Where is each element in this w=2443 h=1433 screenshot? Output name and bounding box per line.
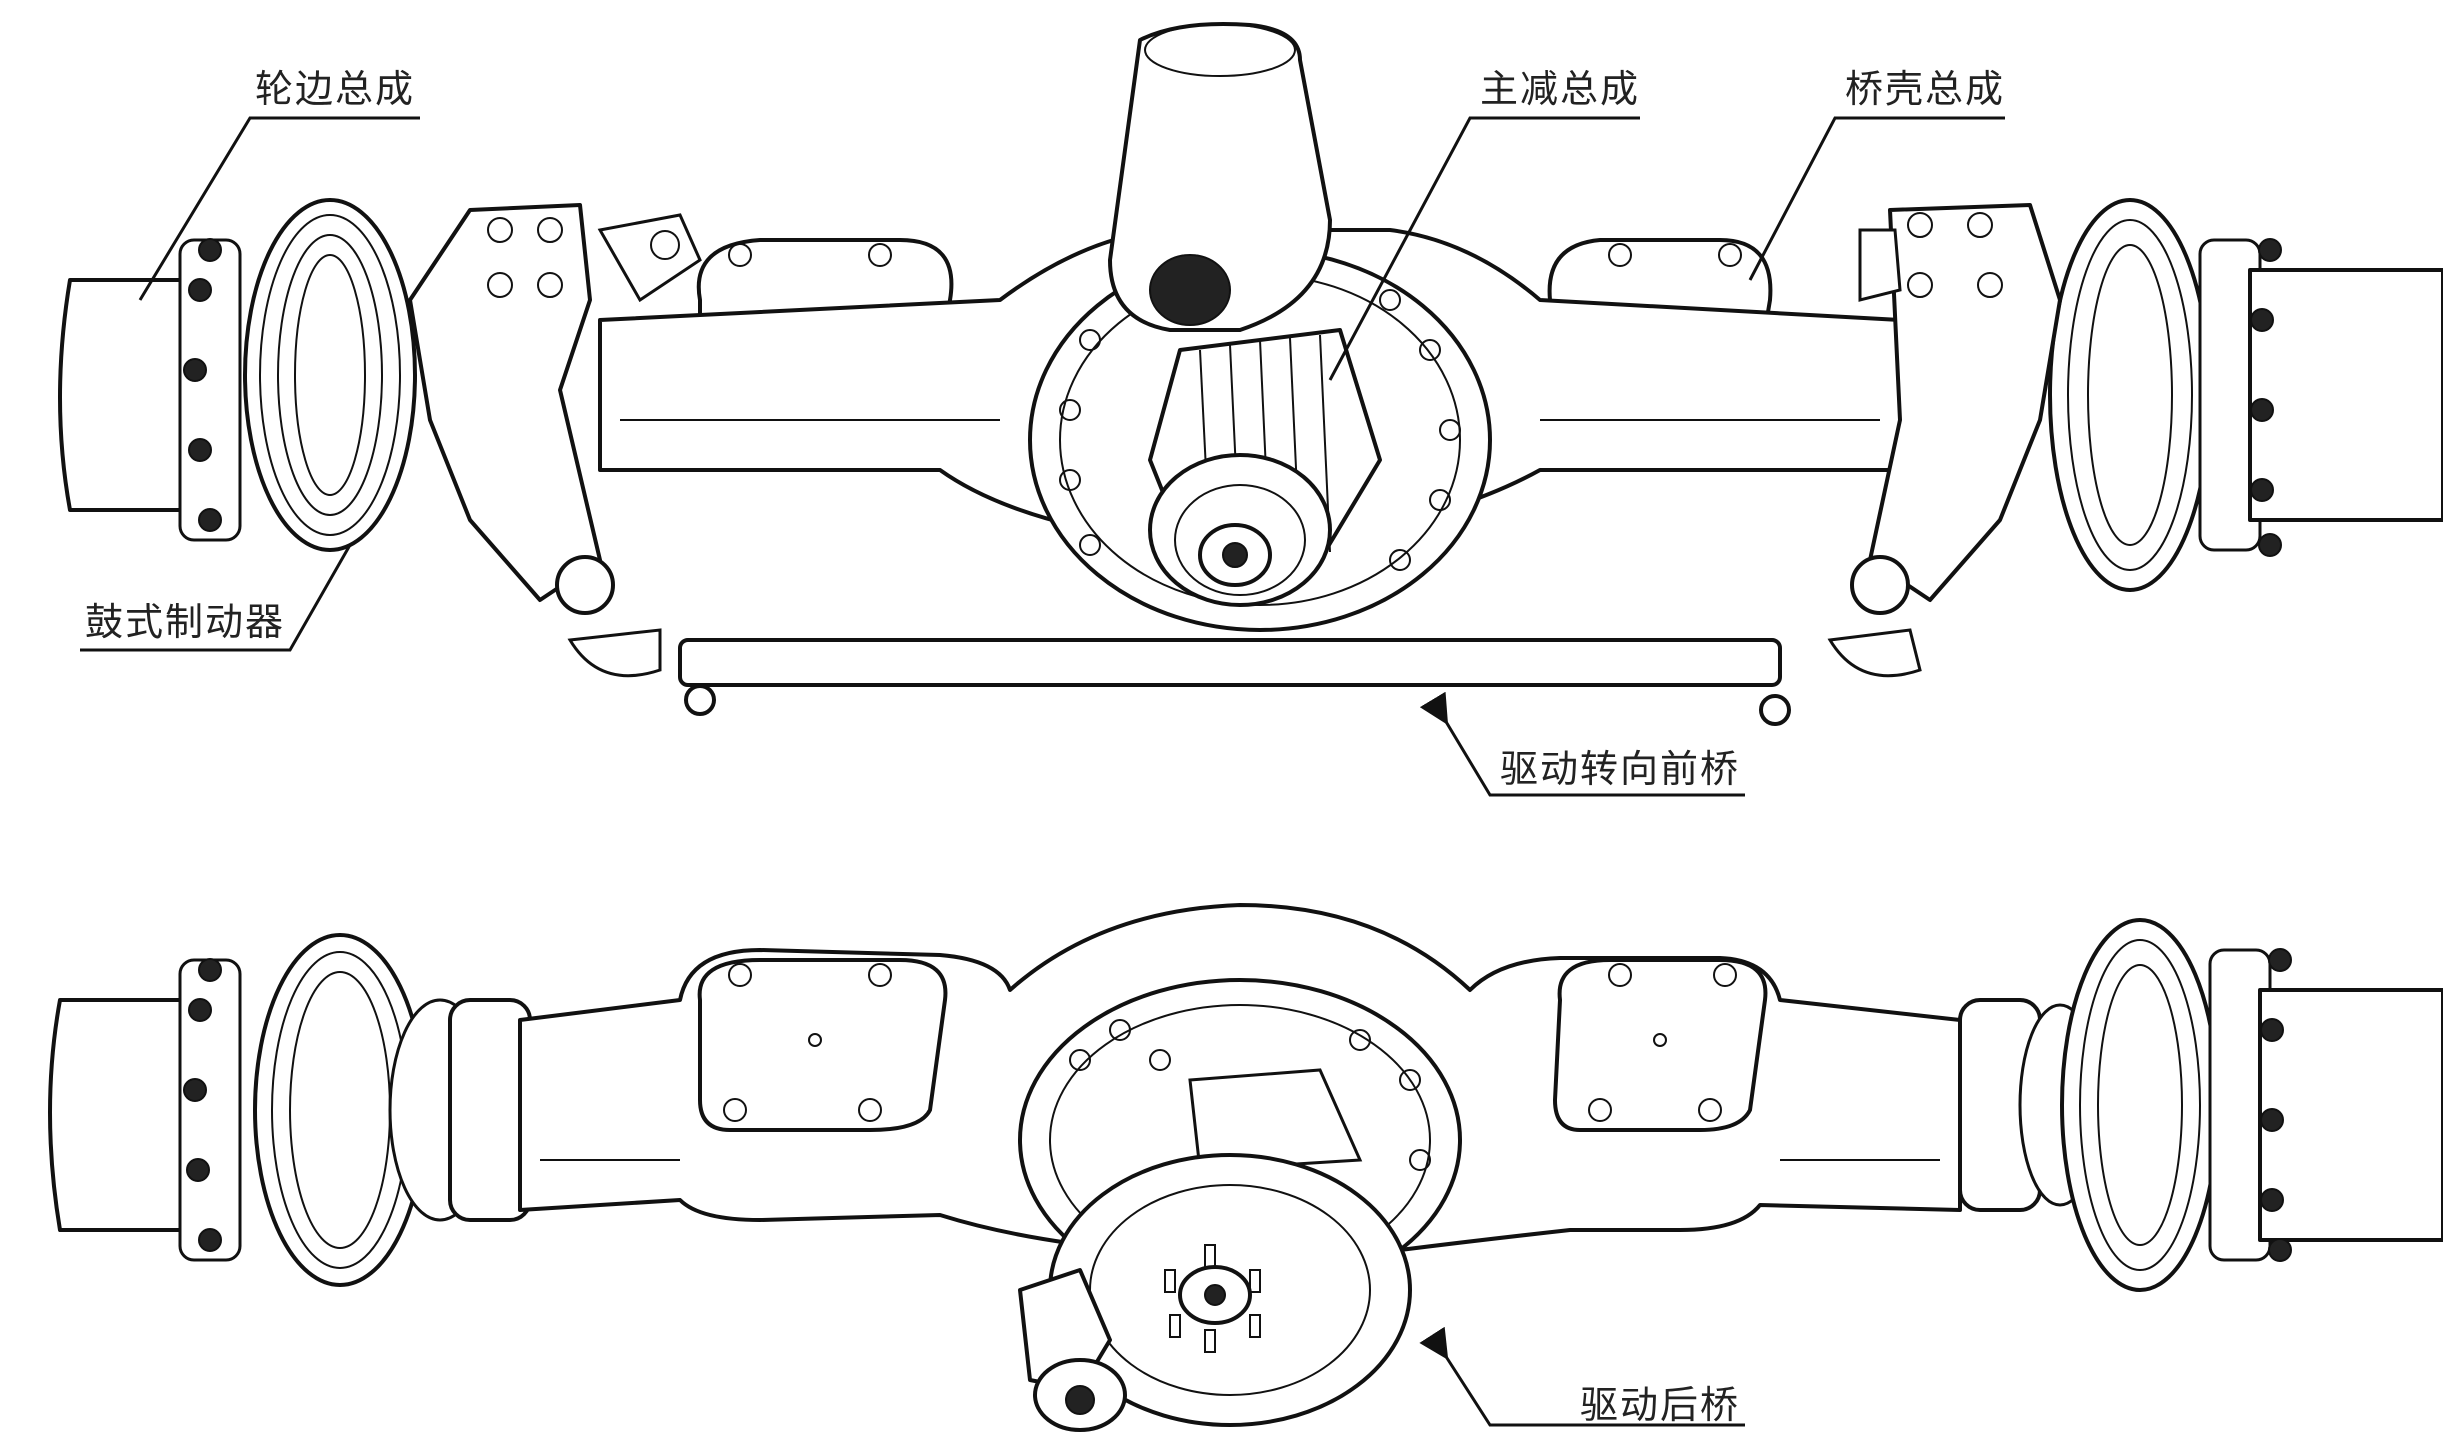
- callout-wheel-end: 轮边总成: [138, 67, 420, 301]
- front-right-drum-brake: [2048, 198, 2212, 592]
- label-wheel-end: 轮边总成: [255, 67, 415, 111]
- front-right-hub: [2198, 238, 2443, 557]
- front-left-hub: [58, 238, 242, 542]
- label-drum-brake: 鼓式制动器: [85, 600, 285, 644]
- callout-final-drive: 主减总成: [1328, 67, 1640, 381]
- label-front-axle: 驱动转向前桥: [1500, 747, 1740, 791]
- label-axle-housing: 桥壳总成: [1845, 67, 2005, 111]
- front-final-drive: [1028, 248, 1492, 632]
- callout-rear-axle: 驱动后桥: [1419, 1326, 1745, 1427]
- rear-axle-drawing: [48, 903, 2443, 1432]
- rear-left-hub: [48, 958, 242, 1262]
- front-left-drum-brake: [243, 198, 417, 552]
- label-final-drive: 主减总成: [1480, 67, 1640, 111]
- label-rear-axle: 驱动后桥: [1580, 1383, 1740, 1427]
- rear-right-drum: [1958, 918, 2220, 1292]
- callout-drum-brake: 鼓式制动器: [80, 544, 352, 652]
- callout-axle-housing: 桥壳总成: [1748, 67, 2005, 281]
- rear-final-drive: [1018, 978, 1462, 1432]
- front-left-knuckle: [408, 203, 702, 678]
- rear-right-hub: [2208, 948, 2443, 1262]
- callout-front-axle: 驱动转向前桥: [1419, 691, 1745, 797]
- front-right-knuckle: [1827, 203, 2062, 678]
- rear-left-drum: [253, 933, 532, 1287]
- front-axle-drawing: [58, 22, 2443, 726]
- front-tie-rod: [678, 638, 1791, 726]
